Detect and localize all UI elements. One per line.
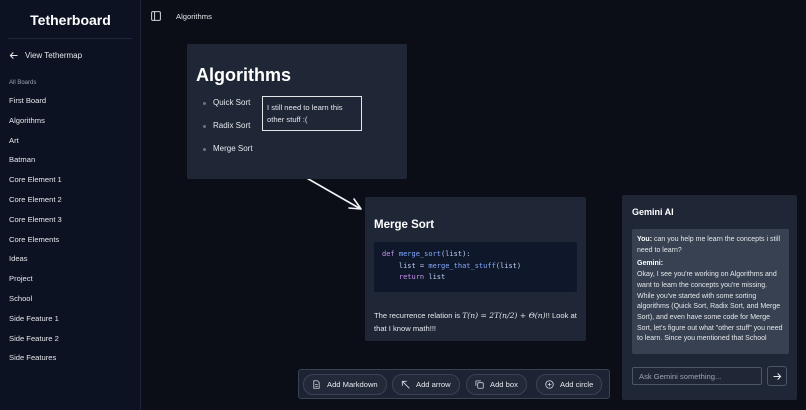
- chat-speaker: Gemini:: [637, 260, 664, 268]
- markdown-file-icon: [313, 380, 320, 389]
- code-text: list =: [382, 261, 429, 270]
- recurrence-formula: T(n) = 2T(n/2) + Θ(n): [462, 311, 546, 320]
- sidebar-item-school[interactable]: School: [9, 293, 33, 303]
- code-line-2: list = merge_that_stuff(list): [382, 261, 569, 273]
- sidebar-item-project[interactable]: Project: [9, 274, 33, 284]
- list-item-radix-sort: Radix Sort: [203, 121, 253, 144]
- sidebar-item-side-features[interactable]: Side Features: [9, 353, 57, 363]
- view-tethermap-link[interactable]: View Tethermap: [9, 51, 82, 60]
- chat-text: Okay, I see you're working on Algorithms…: [637, 271, 783, 343]
- sidebar-item-core-element-1[interactable]: Core Element 1: [9, 175, 62, 185]
- add-circle-button[interactable]: Add circle: [536, 374, 603, 395]
- send-arrow-icon: [772, 372, 781, 380]
- algorithm-list: Quick Sort Radix Sort Merge Sort: [203, 98, 253, 167]
- code-block: def merge_sort(list): list = merge_that_…: [374, 242, 577, 292]
- board-list: First Board Algorithms Art Batman Core E…: [9, 95, 62, 372]
- recurrence-prefix: The recurrence relation is: [374, 311, 463, 320]
- sidebar-item-algorithms[interactable]: Algorithms: [9, 115, 45, 125]
- canvas-toolbar: Add Markdown Add arrow Add box Add circl…: [298, 369, 610, 399]
- sidebar-toggle-icon[interactable]: [151, 11, 161, 21]
- code-text: (list): [495, 261, 522, 270]
- sidebar-item-ideas[interactable]: Ideas: [9, 254, 28, 264]
- sidebar-item-core-element-2[interactable]: Core Element 2: [9, 194, 62, 204]
- code-keyword: def: [382, 250, 399, 258]
- ask-gemini-input[interactable]: [632, 367, 762, 385]
- code-function: merge_that_stuff: [428, 261, 496, 270]
- app-title: Tetherboard: [30, 12, 111, 28]
- code-line-1: def merge_sort(list):: [382, 249, 569, 261]
- algorithms-card[interactable]: Algorithms Quick Sort Radix Sort Merge S…: [187, 44, 407, 179]
- chat-message-gemini: Gemini: Okay, I see you're working on Alg…: [637, 259, 784, 345]
- brand-divider: [8, 38, 132, 39]
- list-item-quick-sort: Quick Sort: [203, 98, 253, 121]
- plus-circle-icon: [545, 380, 554, 389]
- algorithms-card-title: Algorithms: [196, 65, 292, 85]
- chat-history[interactable]: You: can you help me learn the concepts …: [632, 229, 789, 354]
- copy-box-icon: [475, 380, 484, 389]
- chat-message-user: You: can you help me learn the concepts …: [637, 235, 784, 256]
- breadcrumb: Algorithms: [176, 12, 212, 21]
- code-keyword: return: [398, 273, 425, 281]
- sidebar-item-batman[interactable]: Batman: [9, 155, 36, 165]
- sidebar-item-side-feature-2[interactable]: Side Feature 2: [9, 333, 59, 343]
- code-text: list: [424, 273, 446, 281]
- add-box-label: Add box: [490, 380, 518, 389]
- add-circle-label: Add circle: [560, 380, 594, 389]
- code-function: merge_sort: [398, 250, 442, 258]
- arrow-left-icon: [9, 52, 18, 59]
- all-boards-label: All Boards: [9, 80, 37, 86]
- sidebar-item-art[interactable]: Art: [9, 135, 19, 145]
- send-button[interactable]: [767, 366, 787, 386]
- recurrence-suffix: !! Look at that I know math!!!: [374, 311, 577, 333]
- add-box-button[interactable]: Add box: [466, 374, 527, 395]
- gemini-panel: Gemini AI You: can you help me learn the…: [622, 195, 797, 400]
- chat-text: can you help me learn the concepts i sti…: [637, 236, 781, 254]
- recurrence-text: The recurrence relation is T(n) = 2T(n/2…: [374, 309, 579, 335]
- merge-sort-card[interactable]: Merge Sort def merge_sort(list): list = …: [365, 197, 586, 341]
- code-line-3: return list: [382, 272, 569, 284]
- note-box[interactable]: I still need to learn this other stuff :…: [262, 96, 362, 131]
- add-arrow-button[interactable]: Add arrow: [392, 374, 460, 395]
- add-markdown-label: Add Markdown: [327, 380, 378, 389]
- sidebar-item-side-feature-1[interactable]: Side Feature 1: [9, 313, 59, 323]
- add-markdown-button[interactable]: Add Markdown: [303, 374, 387, 395]
- code-text: (list):: [441, 250, 471, 258]
- sidebar-item-core-element-3[interactable]: Core Element 3: [9, 214, 62, 224]
- add-arrow-label: Add arrow: [416, 380, 451, 389]
- arrow-cursor-icon: [401, 380, 410, 389]
- sidebar-item-first-board[interactable]: First Board: [9, 96, 47, 105]
- sidebar-item-core-elements[interactable]: Core Elements: [9, 234, 60, 244]
- list-item-merge-sort: Merge Sort: [203, 144, 253, 167]
- gemini-panel-title: Gemini AI: [632, 207, 674, 217]
- chat-speaker: You:: [637, 236, 653, 243]
- merge-sort-card-title: Merge Sort: [374, 219, 435, 231]
- code-text: [382, 273, 399, 281]
- sidebar: Tetherboard View Tethermap All Boards Fi…: [0, 0, 141, 410]
- view-tethermap-label: View Tethermap: [25, 51, 83, 60]
